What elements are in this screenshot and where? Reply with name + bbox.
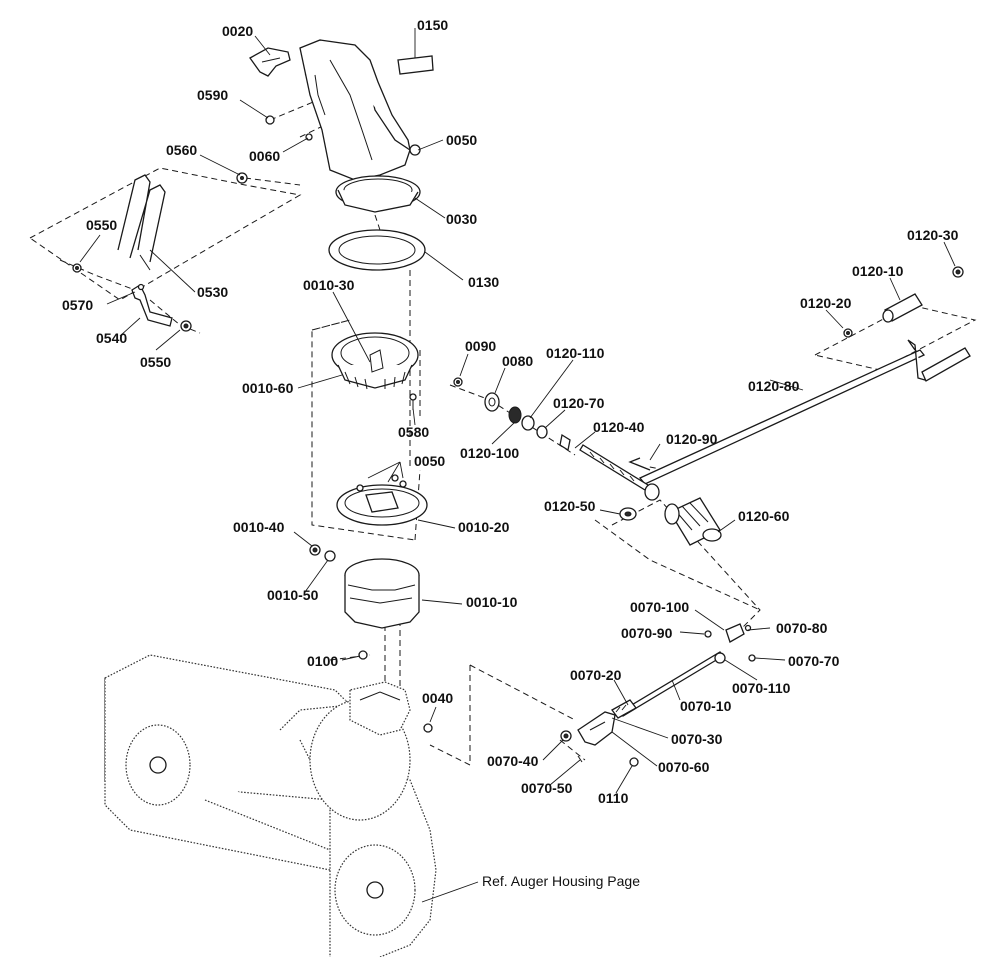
- reference-note: Ref. Auger Housing Page: [482, 873, 640, 889]
- label-0120-30: 0120-30: [907, 227, 959, 243]
- label-0100: 0100: [307, 653, 338, 669]
- label-0070-100: 0070-100: [630, 599, 689, 615]
- label-0130: 0130: [468, 274, 499, 290]
- rotator-upper-housing: [331, 332, 419, 410]
- label-0090: 0090: [465, 338, 496, 354]
- label-0120-20: 0120-20: [800, 295, 852, 311]
- label-0050-mid: 0050: [414, 453, 445, 469]
- part-labels: 0020 0150 0590 0060 0050 0560 0030 0550 …: [62, 17, 959, 889]
- label-0070-70: 0070-70: [788, 653, 840, 669]
- label-0120-70: 0120-70: [553, 395, 605, 411]
- label-0120-60: 0120-60: [738, 508, 790, 524]
- label-0010-10: 0010-10: [466, 594, 518, 610]
- label-0070-60: 0070-60: [658, 759, 710, 775]
- label-0540: 0540: [96, 330, 127, 346]
- label-0010-60: 0010-60: [242, 380, 294, 396]
- label-0120-40: 0120-40: [593, 419, 645, 435]
- rotator-ring: [309, 544, 420, 629]
- chute-bracket: [72, 263, 192, 332]
- label-0070-80: 0070-80: [776, 620, 828, 636]
- label-0040: 0040: [422, 690, 453, 706]
- label-0590: 0590: [197, 87, 228, 103]
- label-0560: 0560: [166, 142, 197, 158]
- label-0570: 0570: [62, 297, 93, 313]
- chute-hardware: [236, 115, 421, 184]
- chute-gasket: [328, 229, 426, 271]
- label-0070-50: 0070-50: [521, 780, 573, 796]
- label-0120-90: 0120-90: [666, 431, 718, 447]
- label-0050-top: 0050: [446, 132, 477, 148]
- label-0120-100: 0120-100: [460, 445, 519, 461]
- label-0530: 0530: [197, 284, 228, 300]
- label-0120-10: 0120-10: [852, 263, 904, 279]
- label-0010-20: 0010-20: [458, 519, 510, 535]
- label-0550-a: 0550: [86, 217, 117, 233]
- label-0550-b: 0550: [140, 354, 171, 370]
- auger-housing-reference: [104, 650, 437, 957]
- label-0010-50: 0010-50: [267, 587, 319, 603]
- label-0070-10: 0070-10: [680, 698, 732, 714]
- label-0110: 0110: [598, 790, 629, 806]
- label-0010-30: 0010-30: [303, 277, 355, 293]
- label-0120-80: 0120-80: [748, 378, 800, 394]
- label-0070-40: 0070-40: [487, 753, 539, 769]
- label-0070-90: 0070-90: [621, 625, 673, 641]
- leader-lines: [79, 28, 956, 903]
- chute-decal: [397, 55, 434, 75]
- rotator-plate: [336, 474, 428, 526]
- label-0070-20: 0070-20: [570, 667, 622, 683]
- label-0080: 0080: [502, 353, 533, 369]
- label-0070-30: 0070-30: [671, 731, 723, 747]
- deflector-knob: [249, 47, 291, 77]
- discharge-chute: [299, 39, 421, 213]
- label-0060: 0060: [249, 148, 280, 164]
- label-0020: 0020: [222, 23, 253, 39]
- chute-clip: [117, 174, 166, 271]
- crank-rod: [638, 266, 971, 485]
- label-0150: 0150: [417, 17, 448, 33]
- label-0580: 0580: [398, 424, 429, 440]
- label-0120-110: 0120-110: [546, 345, 605, 361]
- label-0030: 0030: [446, 211, 477, 227]
- label-0120-50: 0120-50: [544, 498, 596, 514]
- label-0070-110: 0070-110: [732, 680, 791, 696]
- label-0010-40: 0010-40: [233, 519, 285, 535]
- spiral-coupling: [664, 497, 722, 546]
- chute-control-link: [560, 623, 756, 767]
